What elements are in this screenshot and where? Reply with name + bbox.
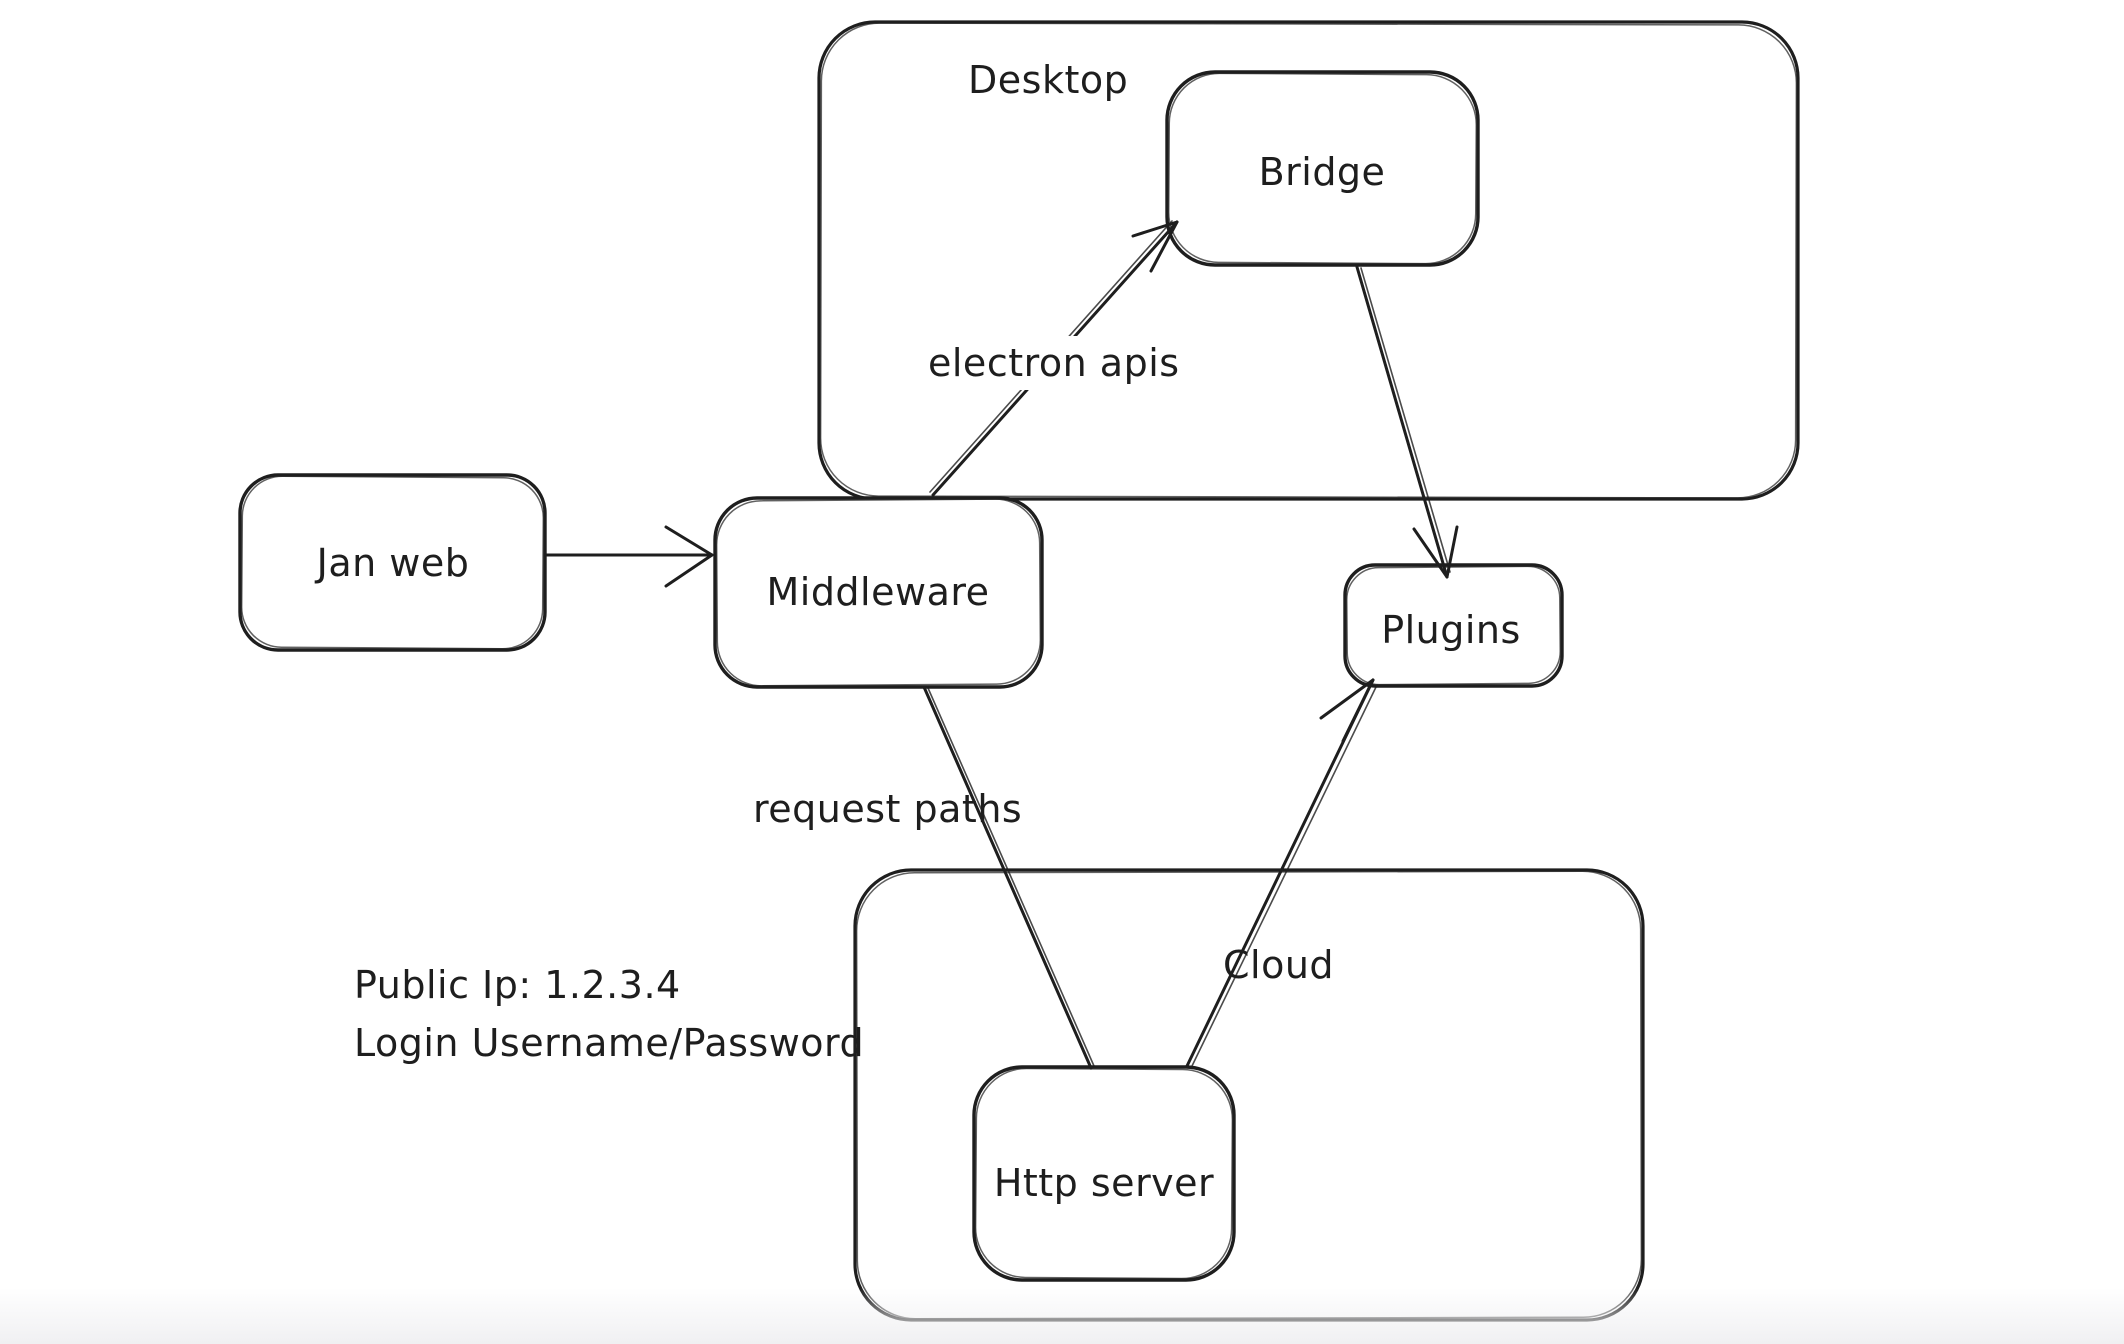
edge-middleware-to-http-server[interactable] (922, 685, 1095, 1070)
login-note[interactable]: Login Username/Password (354, 1021, 864, 1065)
jan-web-rect[interactable] (238, 473, 547, 652)
arrowhead-down-icon (1412, 525, 1459, 579)
node-middleware[interactable] (713, 496, 1044, 689)
bridge-rect[interactable] (1165, 70, 1480, 267)
edge-line[interactable] (922, 685, 1093, 1070)
edge-http-server-to-plugins[interactable] (1185, 678, 1378, 1068)
edge-line[interactable] (1355, 265, 1449, 579)
request-paths-label[interactable]: request paths (753, 787, 1022, 831)
edge-label-electron-apis[interactable]: electron apis (916, 336, 1194, 390)
public-ip-note[interactable]: Public Ip: 1.2.3.4 (354, 963, 681, 1007)
edge-line[interactable] (1185, 678, 1375, 1068)
http-server-sketch-stroke (974, 1067, 1234, 1280)
http-server-label[interactable]: Http server (994, 1161, 1214, 1205)
plugins-label[interactable]: Plugins (1381, 608, 1521, 652)
desktop-container-sketch-stroke (819, 22, 1798, 499)
middleware-sketch-stroke (715, 498, 1042, 687)
desktop-container-label[interactable]: Desktop (968, 58, 1128, 102)
middleware-rect[interactable] (713, 496, 1044, 689)
desktop-container-rect[interactable] (817, 20, 1800, 501)
arrowhead-right-icon (664, 525, 714, 588)
annotation-note[interactable]: Public Ip: 1.2.3.4 Login Username/Passwo… (354, 963, 864, 1065)
edge-bridge-to-plugins[interactable] (1355, 265, 1459, 579)
plugins-rect[interactable] (1343, 563, 1564, 688)
bridge-label[interactable]: Bridge (1259, 150, 1386, 194)
cloud-container-label[interactable]: Cloud (1223, 943, 1334, 987)
edge-label-backing (916, 336, 1194, 390)
container-desktop[interactable] (817, 20, 1800, 501)
node-bridge[interactable] (1165, 70, 1480, 267)
edge-jan-web-to-middleware[interactable] (543, 525, 714, 588)
edge-sketch-stroke (1360, 267, 1451, 573)
node-plugins[interactable] (1343, 563, 1564, 688)
arrowhead-up-right-icon (1131, 220, 1179, 273)
node-http-server[interactable] (972, 1065, 1236, 1282)
edge-sketch-stroke (927, 687, 1095, 1067)
http-server-rect[interactable] (972, 1065, 1236, 1282)
middleware-label[interactable]: Middleware (766, 570, 989, 614)
jan-web-label[interactable]: Jan web (315, 541, 470, 585)
electron-apis-label[interactable]: electron apis (928, 341, 1180, 385)
node-jan-web[interactable] (238, 473, 547, 652)
arrowhead-up-icon (1319, 678, 1375, 743)
plugins-sketch-stroke (1346, 565, 1561, 686)
edge-sketch-stroke (1191, 684, 1378, 1067)
jan-web-sketch-stroke (240, 475, 545, 650)
bridge-sketch-stroke (1167, 72, 1478, 265)
